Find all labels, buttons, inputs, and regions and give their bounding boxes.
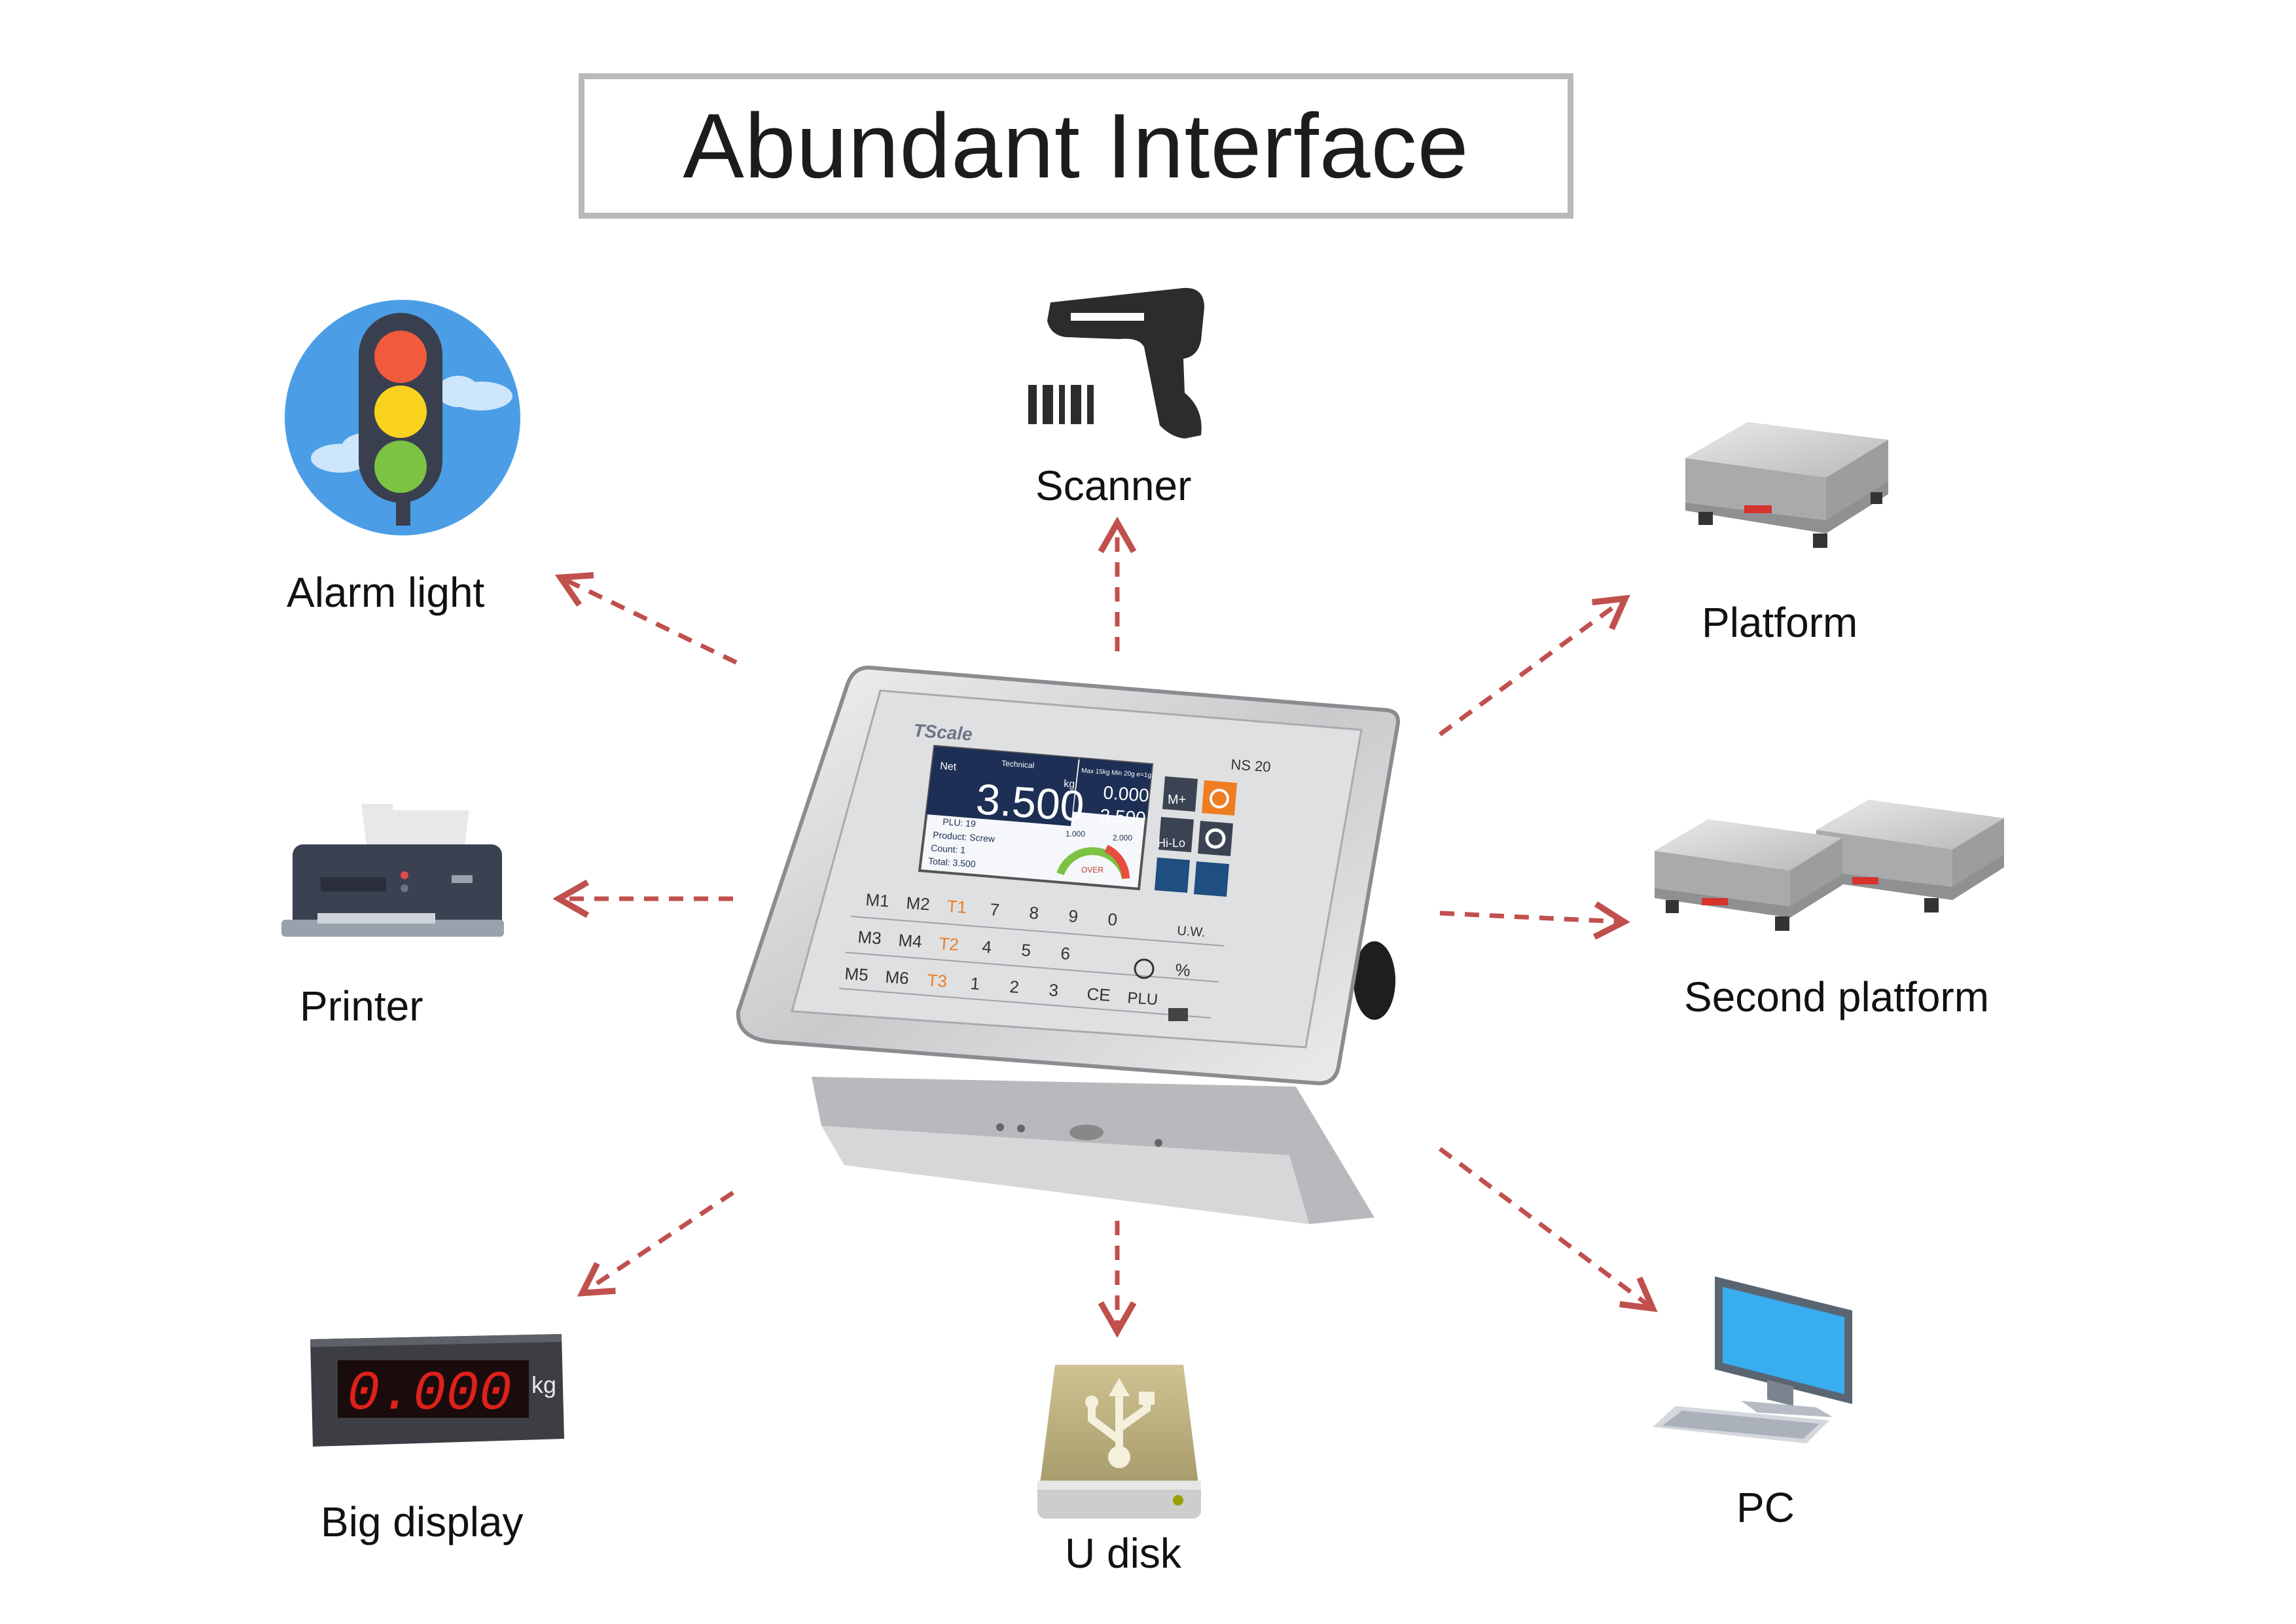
label-platform: Platform [1702,599,1858,646]
key-t1: T1 [946,896,967,917]
indicator-brand: TScale [913,720,973,744]
indicator-model: NS 20 [1230,756,1272,775]
indicator-mode-label: Technical [1001,759,1035,770]
arrow-to-alarm-light [554,572,738,665]
key-m1: M1 [865,890,890,911]
indicator-gauge-high: 2.000 [1113,833,1132,842]
arrow-to-pc [1438,1147,1658,1312]
indicator-plu-line: PLU: 19 [942,816,977,829]
key-uw: U.W. [1177,924,1206,940]
label-alarm-light: Alarm light [287,569,485,616]
label-printer: Printer [300,983,423,1030]
key-percent: % [1175,960,1191,981]
indicator-total-line: Total: 3.500 [928,856,977,869]
indicator-knob [1354,941,1395,1020]
platform-icon [1685,422,1888,548]
indicator-side-key-hi-lo: Hi-Lo [1157,837,1185,850]
big-display-reading: 0.000 [347,1363,512,1426]
key-m2: M2 [906,893,931,914]
key-6: 6 [1060,943,1071,964]
indicator-net-label: Net [940,761,958,773]
refresh-icon [1134,958,1155,979]
arrow-to-big-display [577,1191,734,1297]
alarm-light-icon [285,300,520,535]
indicator-product-line: Product: Screw [933,829,996,844]
key-4: 4 [982,937,993,957]
u-disk-icon [1037,1365,1201,1519]
key-2: 2 [1009,977,1020,997]
indicator-main-weight: 3.500 [975,774,1086,830]
label-pc: PC [1736,1484,1795,1531]
printer-icon [281,804,504,937]
scanner-icon [1028,287,1204,439]
indicator-gauge-low: 1.000 [1066,829,1085,839]
key-plu: PLU [1127,989,1158,1009]
key-m3: M3 [857,927,882,948]
arrow-to-platform [1438,594,1630,736]
pc-icon [1653,1276,1852,1443]
label-second-platform: Second platform [1684,973,1990,1020]
key-m6: M6 [885,967,910,988]
indicator-side-key-m-plus: M+ [1168,793,1186,807]
indicator-tare-value: 0.000 [1103,782,1150,806]
label-u-disk: U disk [1065,1530,1181,1577]
arrow-to-second-platform [1439,901,1630,940]
key-m5: M5 [844,964,869,984]
key-3: 3 [1049,980,1060,1000]
indicator-unit: kg [1064,778,1075,790]
second-platform-icon [1655,800,2004,931]
weighing-indicator: 3.500 Net Technical Max 15kg Min 20g e=1… [736,665,1400,1224]
indicator-gauge-status: OVER [1081,865,1103,875]
key-1: 1 [970,973,981,994]
page-title: Abundant Interface [683,94,1469,197]
key-5: 5 [1021,940,1032,960]
key-ce: CE [1086,984,1111,1005]
key-t2: T2 [939,933,960,954]
indicator-gross-value: 3.500 [1100,805,1147,829]
key-m4: M4 [898,930,923,951]
big-display-icon: 0.000 kg [310,1334,564,1447]
key-t3: T3 [927,970,948,991]
indicator-side-keys: M+ Hi-Lo [1155,776,1237,897]
connection-arrows [552,516,1658,1338]
indicator-stand [812,1077,1374,1224]
key-9: 9 [1068,906,1079,926]
key-8: 8 [1029,903,1040,923]
key-7: 7 [990,899,1001,920]
big-display-unit: kg [531,1371,556,1398]
key-0: 0 [1107,909,1119,929]
label-big-display: Big display [321,1498,524,1545]
label-scanner: Scanner [1035,462,1192,509]
indicator-count-line: Count: 1 [931,842,966,856]
title-box: Abundant Interface [579,73,1573,219]
print-key-icon [1168,1008,1188,1021]
indicator-keypad: M1 M2 T1 7 8 9 0 M3 M4 T2 4 5 6 U.W. M5 … [838,890,1225,1021]
